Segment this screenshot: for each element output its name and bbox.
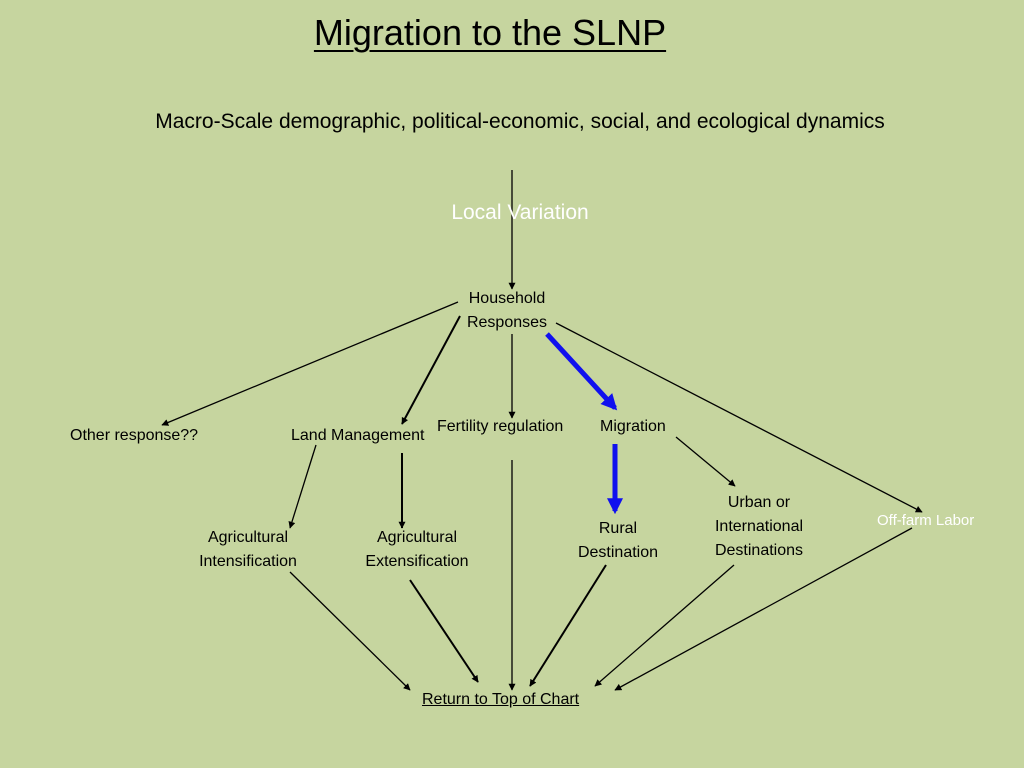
land-management-node: Land Management <box>291 427 425 444</box>
household-label-line1: Household <box>468 290 546 307</box>
ag-extensification-line1: Agricultural <box>376 529 458 546</box>
highlight-arrow-household-to-migration <box>545 332 618 411</box>
ag-extensification-line2: Extensification <box>365 553 469 570</box>
urban-line1: Urban or <box>727 494 791 511</box>
arrow-land-to-intensification <box>288 444 317 529</box>
slide-subtitle: Macro-Scale demographic, political-econo… <box>155 110 885 133</box>
agricultural-extensification-node: Agricultural Extensification <box>347 526 487 574</box>
ag-intensification-line1: Agricultural <box>207 529 289 546</box>
off-farm-labor-node: Off-farm Labor <box>877 512 975 529</box>
household-responses-node: Household Responses <box>447 287 567 335</box>
urban-line3: Destinations <box>714 542 804 559</box>
arrow-rural-to-return <box>529 564 607 687</box>
arrow-off-farm-to-return <box>614 527 913 691</box>
other-response-node: Other response?? <box>70 427 199 444</box>
ag-intensification-line2: Intensification <box>199 553 297 570</box>
arrow-migration-to-urban <box>675 436 736 487</box>
agricultural-intensification-node: Agricultural Intensification <box>178 526 318 574</box>
fertility-regulation-node: Fertility regulation <box>437 418 564 435</box>
urban-international-node: Urban or International Destinations <box>694 491 824 563</box>
slide-title: Migration to the SLNP <box>313 12 667 53</box>
household-label-line2: Responses <box>466 314 548 331</box>
arrow-household-to-off-farm-labor <box>555 322 923 513</box>
rural-destination-node: Rural Destination <box>563 517 673 565</box>
local-variation-label: Local Variation <box>451 201 589 224</box>
arrow-urban-to-return <box>594 564 735 687</box>
arrow-intensification-to-return <box>289 571 411 691</box>
arrow-extensification-to-return <box>409 579 479 683</box>
rural-destination-line2: Destination <box>577 544 659 561</box>
return-to-top-link[interactable]: Return to Top of Chart <box>422 691 580 708</box>
arrow-household-to-land-management <box>401 315 461 425</box>
migration-node: Migration <box>600 418 666 435</box>
arrow-household-to-other-response <box>161 301 459 426</box>
urban-line2: International <box>714 518 804 535</box>
rural-destination-line1: Rural <box>598 520 638 537</box>
